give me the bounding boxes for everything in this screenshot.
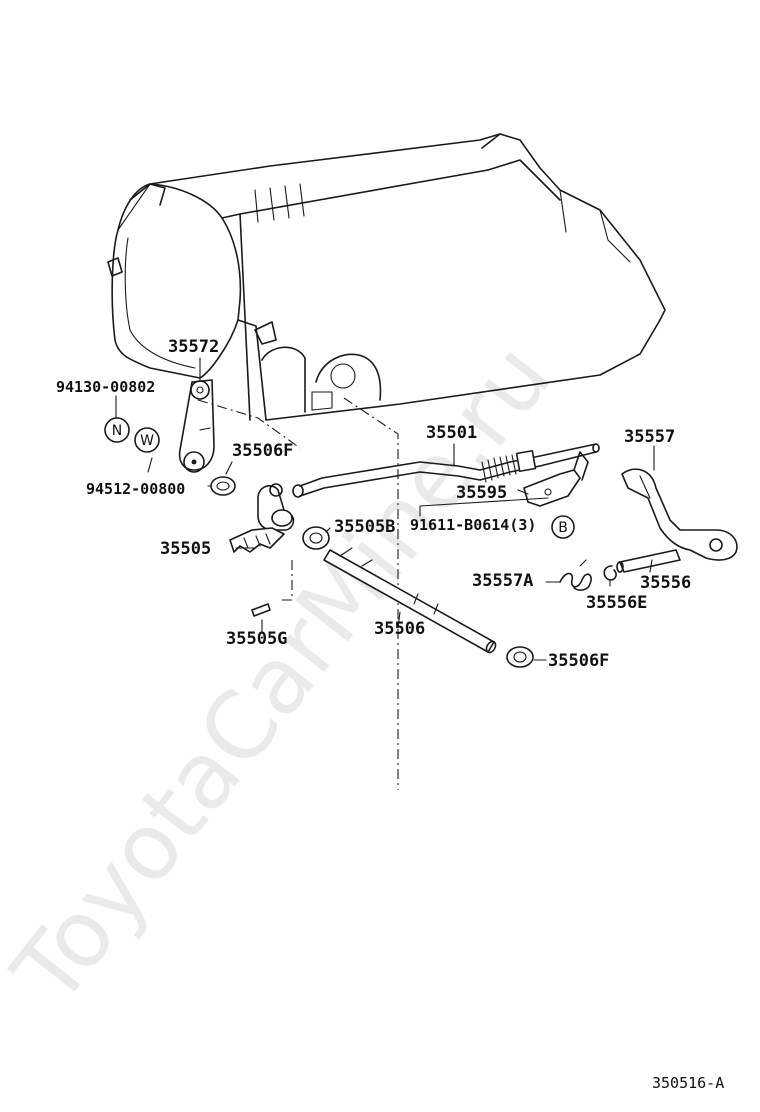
collar-35505b	[302, 526, 330, 550]
label-91611-b0614: 91611-B0614(3)	[410, 516, 536, 534]
leader-lines	[115, 357, 655, 661]
label-35501: 35501	[426, 423, 477, 443]
watermark-text: ToyotaCarMine.ru	[0, 324, 572, 1024]
oil-seal-bottom	[506, 646, 534, 668]
reference-code: 350516-A	[652, 1074, 724, 1092]
label-35557: 35557	[624, 427, 675, 447]
marker-b-letter: B	[558, 520, 568, 536]
label-35572: 35572	[168, 337, 219, 357]
lever-35557	[621, 468, 738, 561]
marker-b: B	[551, 515, 575, 539]
label-35595: 35595	[456, 483, 507, 503]
label-35557a: 35557A	[472, 571, 533, 591]
watermark: ToyotaCarMine.ru	[0, 324, 572, 1024]
lever-assembly-35572	[178, 379, 215, 473]
marker-n: N	[104, 417, 130, 443]
label-35556: 35556	[640, 573, 691, 593]
label-35505b: 35505B	[334, 517, 395, 537]
control-rod-35501	[292, 443, 600, 498]
reference-lines	[197, 397, 399, 790]
marker-n-letter: N	[112, 423, 122, 439]
marker-w: W	[134, 427, 160, 453]
label-94130-00802: 94130-00802	[56, 378, 155, 396]
label-35506f-top: 35506F	[232, 441, 293, 461]
label-94512-00800: 94512-00800	[86, 480, 185, 498]
transmission-housing	[107, 133, 666, 421]
e-ring-35556e	[603, 565, 617, 581]
marker-w-letter: W	[140, 433, 154, 449]
label-35506: 35506	[374, 619, 425, 639]
oil-seal-top	[210, 476, 236, 496]
shaft-35556	[616, 549, 681, 573]
spring-35557a	[559, 559, 592, 591]
pin-35505g	[251, 603, 271, 617]
detent-lever-35505	[229, 483, 295, 553]
label-35556e: 35556E	[586, 593, 647, 613]
shaft-35506	[323, 547, 497, 654]
label-35505g: 35505G	[226, 629, 287, 649]
label-35506f-bottom: 35506F	[548, 651, 609, 671]
bracket-35595	[523, 451, 589, 507]
label-35505: 35505	[160, 539, 211, 559]
